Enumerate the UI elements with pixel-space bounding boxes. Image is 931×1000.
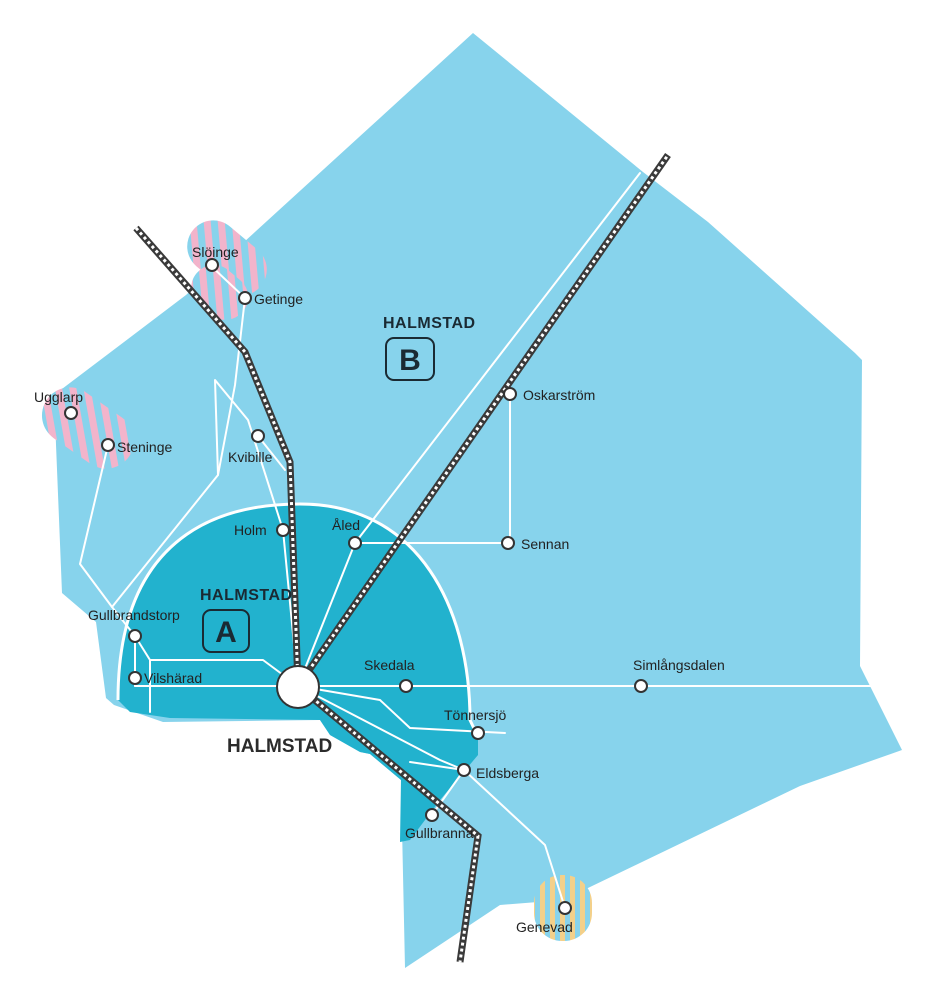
zone-b-label: HALMSTAD B bbox=[383, 315, 476, 381]
city-label: HALMSTAD bbox=[227, 736, 332, 757]
zone-b-area bbox=[54, 33, 902, 968]
label-gullbranna: Gullbranna bbox=[405, 825, 474, 841]
label-steninge: Steninge bbox=[117, 439, 172, 455]
label-sloinge: Slöinge bbox=[192, 244, 239, 260]
label-gullbrandstorp: Gullbrandstorp bbox=[88, 607, 180, 623]
railways bbox=[133, 152, 671, 963]
stop-kvibille[interactable] bbox=[251, 429, 265, 443]
label-getinge: Getinge bbox=[254, 291, 303, 307]
stop-labels: Slöinge Getinge Ugglarp Steninge Kvibill… bbox=[34, 244, 725, 935]
stops bbox=[64, 258, 648, 915]
zone-b-title: HALMSTAD bbox=[383, 315, 476, 332]
label-aled: Åled bbox=[332, 517, 360, 533]
label-simlangsdalen: Simlångsdalen bbox=[633, 657, 725, 673]
stop-eldsberga[interactable] bbox=[457, 763, 471, 777]
label-ugglarp: Ugglarp bbox=[34, 389, 83, 405]
label-holm: Holm bbox=[234, 522, 267, 538]
stop-getinge[interactable] bbox=[238, 291, 252, 305]
label-vilsharad: Vilshärad bbox=[144, 670, 202, 686]
stop-genevad[interactable] bbox=[558, 901, 572, 915]
zone-a-border bbox=[116, 502, 480, 738]
stop-skedala[interactable] bbox=[399, 679, 413, 693]
halmstad-central-stop[interactable] bbox=[276, 665, 320, 709]
stop-gullbranna[interactable] bbox=[425, 808, 439, 822]
stop-vilsharad[interactable] bbox=[128, 671, 142, 685]
label-kvibille: Kvibille bbox=[228, 449, 273, 465]
label-eldsberga: Eldsberga bbox=[476, 765, 539, 781]
stop-holm[interactable] bbox=[276, 523, 290, 537]
label-oskarstrom: Oskarström bbox=[523, 387, 595, 403]
stop-ugglarp[interactable] bbox=[64, 406, 78, 420]
zone-a-letter: A bbox=[215, 616, 237, 649]
stop-gullbrandstorp[interactable] bbox=[128, 629, 142, 643]
stop-simlangsdalen[interactable] bbox=[634, 679, 648, 693]
stop-sennan[interactable] bbox=[501, 536, 515, 550]
label-sennan: Sennan bbox=[521, 536, 569, 552]
zone-a-label: HALMSTAD A bbox=[200, 587, 293, 653]
stop-oskarstrom[interactable] bbox=[503, 387, 517, 401]
stop-steninge[interactable] bbox=[101, 438, 115, 452]
label-tonnersjo: Tönnersjö bbox=[444, 707, 506, 723]
label-genevad: Genevad bbox=[516, 919, 573, 935]
label-skedala: Skedala bbox=[364, 657, 415, 673]
stop-sloinge[interactable] bbox=[205, 258, 219, 272]
zone-a-title: HALMSTAD bbox=[200, 587, 293, 604]
stop-aled[interactable] bbox=[348, 536, 362, 550]
zone-b-letter: B bbox=[399, 344, 421, 377]
stop-tonnersjo[interactable] bbox=[471, 726, 485, 740]
